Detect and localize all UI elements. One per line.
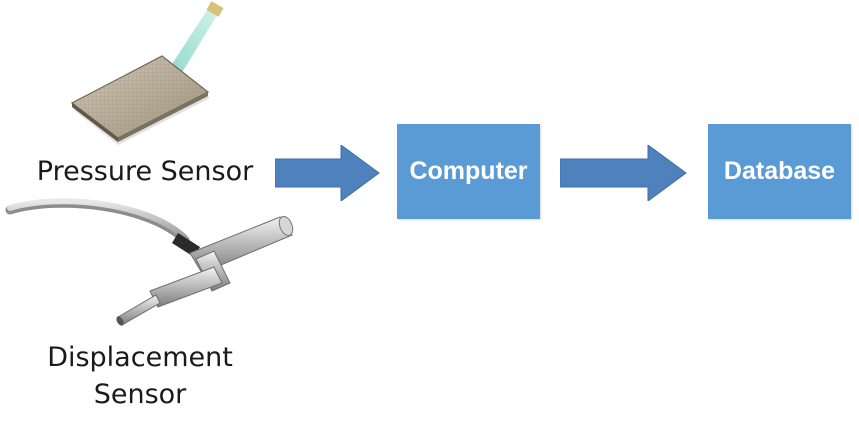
database-box: Database bbox=[708, 124, 851, 219]
displacement-sensor-label-line1: Displacement bbox=[47, 342, 233, 373]
pressure-sensor-image bbox=[70, 1, 224, 145]
database-label: Database bbox=[723, 157, 836, 185]
computer-box: Computer bbox=[397, 124, 540, 219]
displacement-sensor-label-line2: Sensor bbox=[93, 379, 187, 410]
computer-label: Computer bbox=[409, 157, 528, 185]
displacement-sensor-image bbox=[5, 198, 294, 326]
right-arrow-icon bbox=[275, 145, 380, 201]
right-arrow-icon bbox=[560, 145, 687, 201]
pressure-sensor-label: Pressure Sensor bbox=[36, 156, 254, 187]
